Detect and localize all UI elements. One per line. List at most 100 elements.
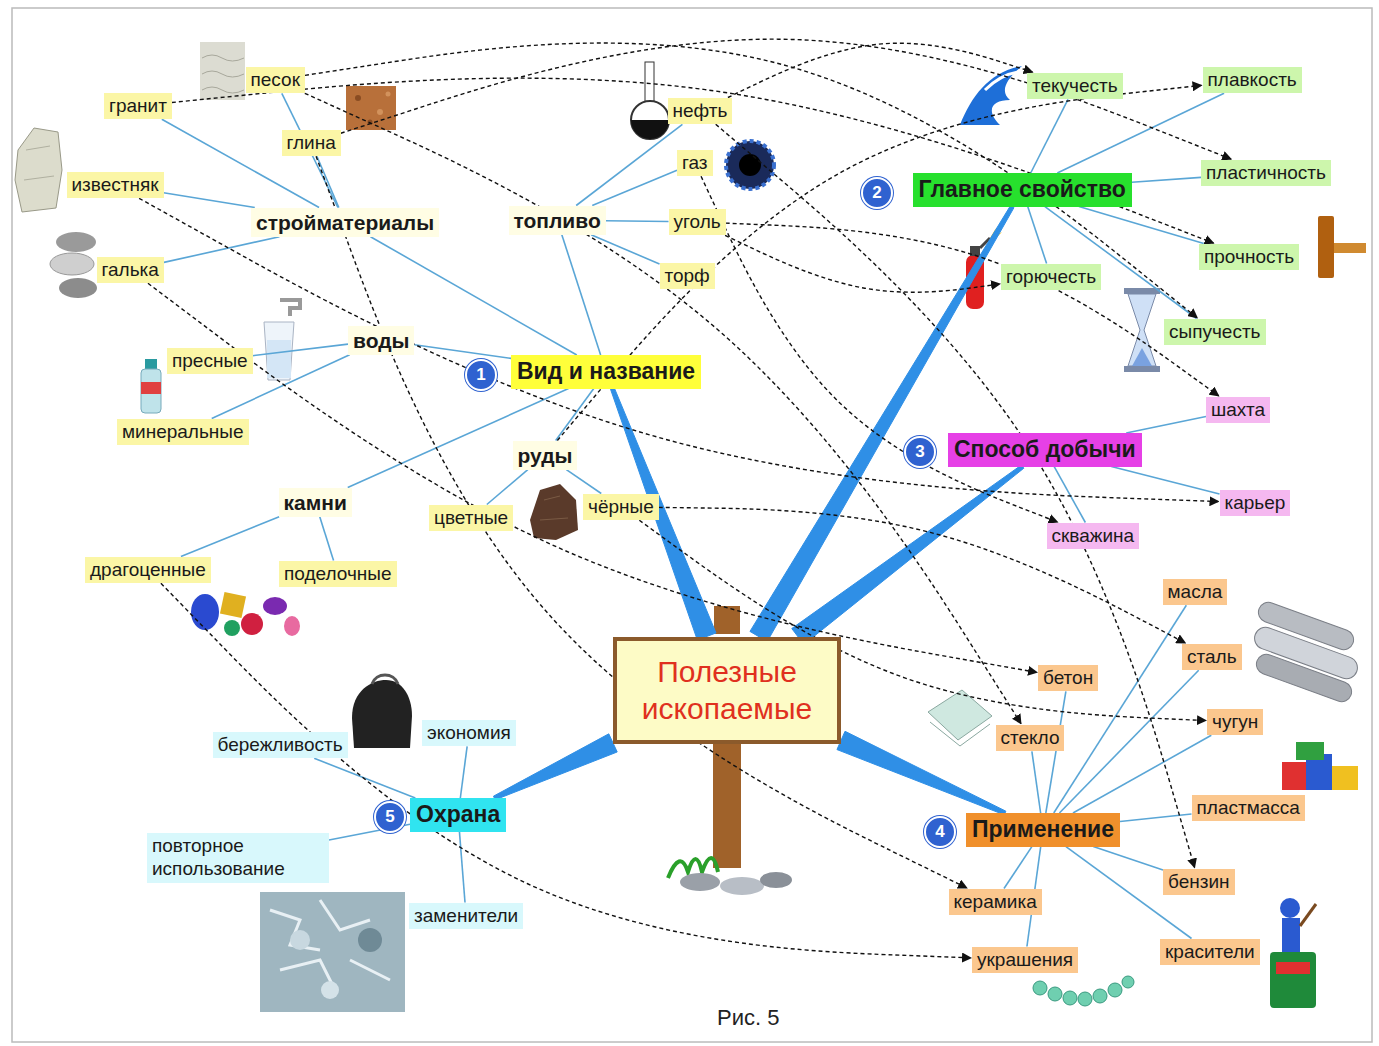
leaf-box: текучесть bbox=[1027, 73, 1123, 100]
node-text: Полезные ископаемые bbox=[623, 653, 831, 728]
ore-picture bbox=[530, 484, 578, 540]
pebble-picture bbox=[50, 253, 94, 275]
tree-line bbox=[320, 517, 334, 561]
leaf-box: пресные bbox=[167, 348, 253, 375]
node-text: бензин bbox=[1168, 871, 1230, 894]
branch-wedge bbox=[837, 731, 1006, 815]
tree-line bbox=[1004, 847, 1032, 889]
glass-of-water-picture bbox=[267, 340, 291, 378]
leaf-box: минеральные bbox=[117, 419, 249, 446]
category-box: топливо bbox=[509, 206, 606, 235]
node-text: горючесть bbox=[1006, 266, 1096, 289]
category-box: стройматериалы bbox=[251, 208, 439, 237]
glass-of-water-picture bbox=[264, 300, 300, 380]
tree-line bbox=[460, 746, 467, 798]
beads-picture bbox=[1078, 992, 1092, 1006]
painter-picture bbox=[1280, 898, 1300, 918]
painter-picture bbox=[1270, 898, 1316, 1008]
leaf-box: карьер bbox=[1220, 490, 1291, 517]
leaf-box: известняк bbox=[67, 172, 164, 199]
cross-link-arrow bbox=[726, 223, 1219, 396]
callout-number: 4 bbox=[924, 816, 956, 848]
signpost-picture bbox=[713, 744, 741, 868]
leaf-box: плавкость bbox=[1203, 67, 1302, 94]
node-text: бетон bbox=[1043, 667, 1093, 690]
leaf-box: газ bbox=[677, 150, 713, 177]
hourglass-picture bbox=[1124, 366, 1160, 372]
tree-line bbox=[1031, 99, 1068, 173]
clay-picture bbox=[377, 109, 383, 115]
node-text: уголь bbox=[674, 211, 721, 234]
tree-line bbox=[1028, 207, 1047, 264]
tree-line bbox=[1054, 467, 1085, 523]
gas-burner-picture bbox=[726, 141, 774, 189]
node-text: сталь bbox=[1187, 646, 1237, 669]
callout-number: 3 bbox=[904, 436, 936, 468]
tree-line bbox=[164, 193, 255, 208]
leaf-box: песок bbox=[246, 67, 305, 94]
node-text: заменители bbox=[414, 905, 518, 928]
node-text: Главное свойство bbox=[919, 176, 1126, 204]
node-text: драгоценные bbox=[90, 559, 206, 582]
glass-sheet-picture bbox=[928, 690, 992, 746]
foil-picture bbox=[290, 930, 310, 950]
wave-picture bbox=[985, 72, 1018, 90]
hourglass-picture bbox=[1128, 294, 1156, 366]
node-text: пресные bbox=[172, 350, 248, 373]
cross-link-arrow bbox=[341, 39, 1231, 159]
sand-picture bbox=[202, 55, 244, 93]
cross-link-arrow bbox=[172, 78, 1214, 243]
hourglass-picture bbox=[1124, 288, 1160, 372]
leaf-box: гранит bbox=[104, 93, 172, 120]
tree-line bbox=[253, 344, 348, 356]
node-text: стекло bbox=[1001, 727, 1060, 750]
gas-burner-picture bbox=[739, 154, 761, 176]
node-text: минеральные bbox=[122, 421, 244, 444]
node-text: украшения bbox=[977, 949, 1073, 972]
node-text: карьер bbox=[1225, 492, 1286, 515]
clay-picture bbox=[386, 92, 391, 97]
purse-picture bbox=[352, 675, 412, 748]
leaf-box: экономия bbox=[422, 720, 516, 747]
branch-header: Главное свойство bbox=[913, 173, 1132, 207]
frame bbox=[12, 8, 1372, 1042]
leaf-box: украшения bbox=[972, 947, 1078, 974]
pipes-picture bbox=[1251, 600, 1360, 705]
tree-line bbox=[317, 156, 339, 207]
gems-picture bbox=[284, 616, 300, 636]
leaf-box: горючесть bbox=[1001, 264, 1101, 291]
callout-number: 5 bbox=[374, 801, 406, 833]
node-text: руды bbox=[518, 443, 573, 468]
limestone-picture bbox=[24, 146, 54, 180]
node-text: чёрные bbox=[588, 496, 654, 519]
node-text: гранит bbox=[109, 95, 167, 118]
tree-line bbox=[414, 345, 511, 359]
branch-wedge bbox=[792, 465, 1024, 644]
cross-link-arrow bbox=[316, 156, 967, 888]
signpost-picture bbox=[714, 606, 740, 634]
tree-line bbox=[591, 235, 659, 264]
node-text: скважина bbox=[1052, 525, 1135, 548]
node-text: повторное использование bbox=[152, 835, 324, 881]
leaf-box: нефть bbox=[668, 98, 733, 125]
tree-line bbox=[282, 93, 338, 207]
node-text: Способ добычи bbox=[954, 436, 1136, 464]
pebble-picture bbox=[59, 278, 97, 298]
cross-link-arrow bbox=[728, 43, 1033, 97]
node-text: экономия bbox=[427, 722, 511, 745]
beads-picture bbox=[1063, 991, 1077, 1005]
tree-line bbox=[1057, 93, 1224, 173]
leaf-box: чёрные bbox=[583, 494, 659, 521]
tree-line bbox=[1032, 751, 1041, 813]
leaf-box: сталь bbox=[1182, 644, 1242, 671]
toy-blocks-picture bbox=[1296, 742, 1324, 760]
cross-link-arrow bbox=[725, 235, 1000, 292]
node-text: плавкость bbox=[1208, 69, 1297, 92]
cross-link-arrow bbox=[716, 124, 1195, 867]
branch-header: Вид и название bbox=[511, 355, 701, 389]
leaf-box: пластичность bbox=[1201, 160, 1331, 187]
tree-line bbox=[164, 237, 280, 263]
signpost-picture bbox=[720, 877, 764, 895]
